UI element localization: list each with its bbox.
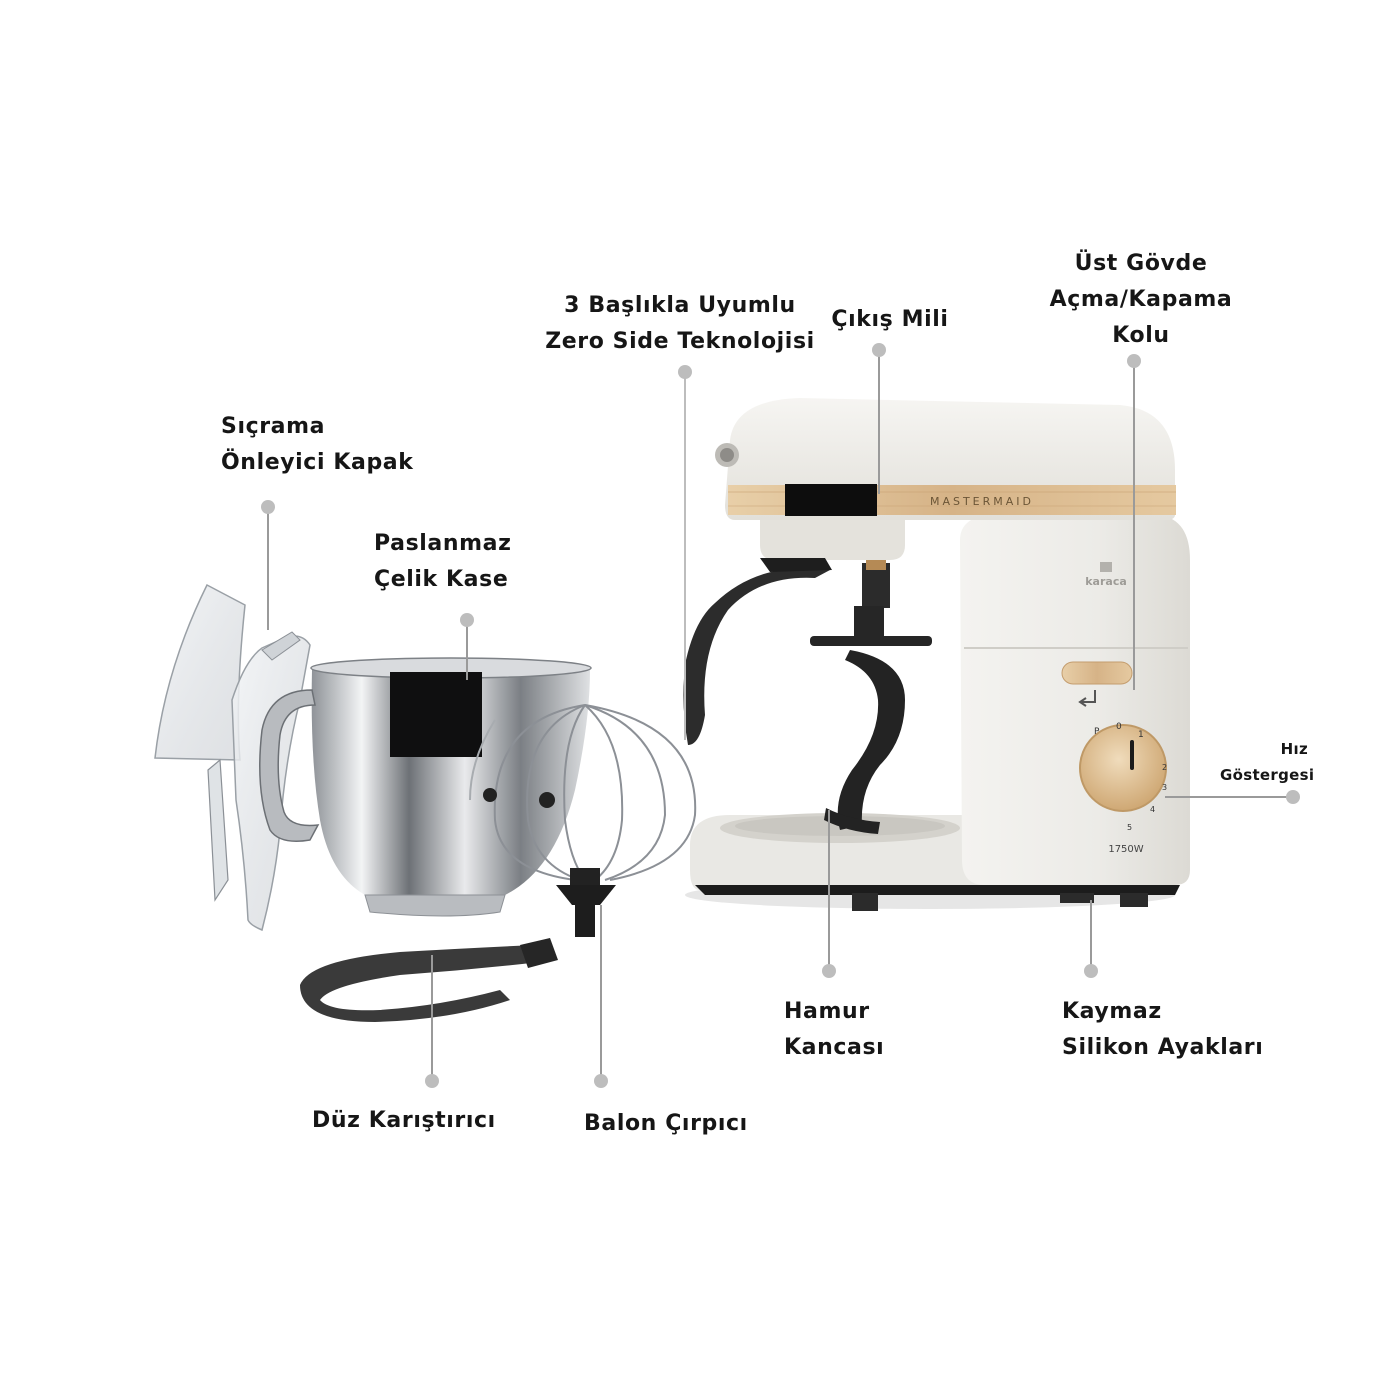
pointer-dot-zero-side [678,365,692,379]
speed-mark: 3 [1162,783,1167,792]
pointer-dot-output-shaft [872,343,886,357]
callout-body-lever-line2: Açma/Kapama [1049,287,1233,312]
callout-non-slip-feet-line1: Kaymaz [1062,999,1162,1024]
callout-speed-indicator-line2: Göstergesi [1220,766,1315,784]
stand-mixer: MASTERMAID karaca P 0 1 2 3 4 5 1750W [683,398,1190,911]
callout-zero-side-line1: 3 Başlıkla Uyumlu [564,293,796,318]
speed-mark: 4 [1150,805,1155,814]
callout-dough-hook: Hamur Kancası [784,994,884,1066]
whisk-hub [483,788,616,937]
speed-mark: 2 [1162,763,1167,772]
pointer-dot-speed [1286,790,1300,804]
callout-steel-bowl-line2: Çelik Kase [374,567,509,592]
callout-non-slip-feet: Kaymaz Silikon Ayakları [1062,994,1263,1066]
callout-steel-bowl: Paslanmaz Çelik Kase [374,526,512,598]
speed-knob: P 0 1 2 3 4 5 [1079,722,1167,832]
pointer-dot-feet [1084,964,1098,978]
pointer-dot-steel-bowl [460,613,474,627]
pointer-dot-dough-hook [822,964,836,978]
callout-body-lever-line3: Kolu [1112,323,1170,348]
callout-zero-side-line2: Zero Side Teknolojisi [545,329,815,354]
callout-pointers [261,343,1300,1088]
dough-hook [810,606,932,834]
pointer-dot-flat-beater [425,1074,439,1088]
pointer-dot-body-lever [1127,354,1141,368]
callout-non-slip-feet-line2: Silikon Ayakları [1062,1035,1264,1060]
callout-body-lever-line1: Üst Gövde [1074,251,1208,276]
callout-splash-guard: Sıçrama Önleyici Kapak [221,409,413,481]
steel-bowl [259,657,592,917]
brand-logo: karaca [1085,575,1127,588]
callout-balloon-whisk: Balon Çırpıcı [584,1106,748,1142]
pointer-dot-splash-guard [261,500,275,514]
model-name: MASTERMAID [930,495,1034,508]
callout-output-shaft: Çıkış Mili [820,302,960,338]
speed-mark: 1 [1138,730,1144,740]
callout-balloon-whisk-line1: Balon Çırpıcı [584,1111,748,1136]
callout-steel-bowl-line1: Paslanmaz [374,531,512,556]
speed-mark: P [1094,727,1100,737]
callout-splash-guard-line2: Önleyici Kapak [221,450,414,475]
callout-dough-hook-line2: Kancası [784,1035,885,1060]
speed-mark: 0 [1116,722,1122,732]
callout-dough-hook-line1: Hamur [784,999,870,1024]
pointer-dot-whisk [594,1074,608,1088]
balloon-whisk [469,704,697,881]
callout-splash-guard-line1: Sıçrama [221,414,326,439]
splash-guard [154,583,311,932]
callout-speed-indicator-line1: Hız [1280,740,1308,758]
power-label: 1750W [1108,844,1143,855]
callout-zero-side: 3 Başlıkla Uyumlu Zero Side Teknolojisi [535,288,825,360]
head-lever [1061,661,1133,685]
callout-flat-beater-line1: Düz Karıştırıcı [312,1108,496,1133]
callout-speed-indicator: Hız Göstergesi [1220,736,1315,788]
speed-mark: 5 [1127,823,1132,832]
callout-flat-beater: Düz Karıştırıcı [312,1103,496,1139]
callout-body-lever: Üst Gövde Açma/Kapama Kolu [1030,246,1252,354]
callout-output-shaft-line1: Çıkış Mili [831,307,949,332]
flat-beater [300,938,558,1022]
